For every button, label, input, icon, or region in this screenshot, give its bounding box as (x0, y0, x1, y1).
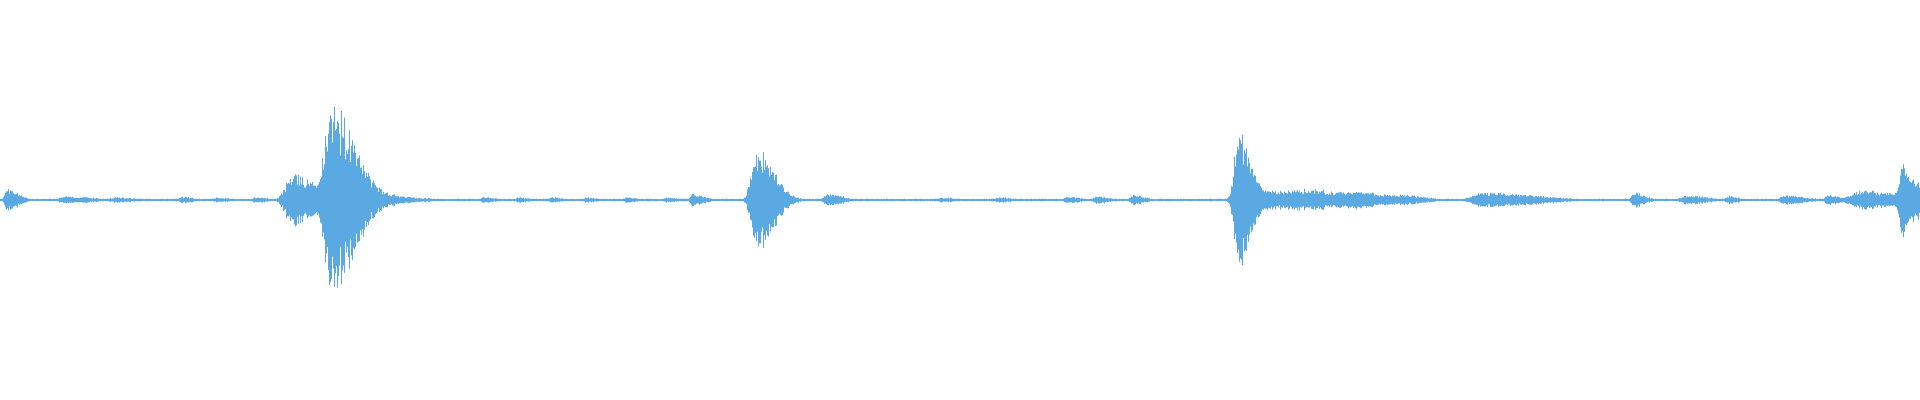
waveform-path (0, 106, 1920, 288)
